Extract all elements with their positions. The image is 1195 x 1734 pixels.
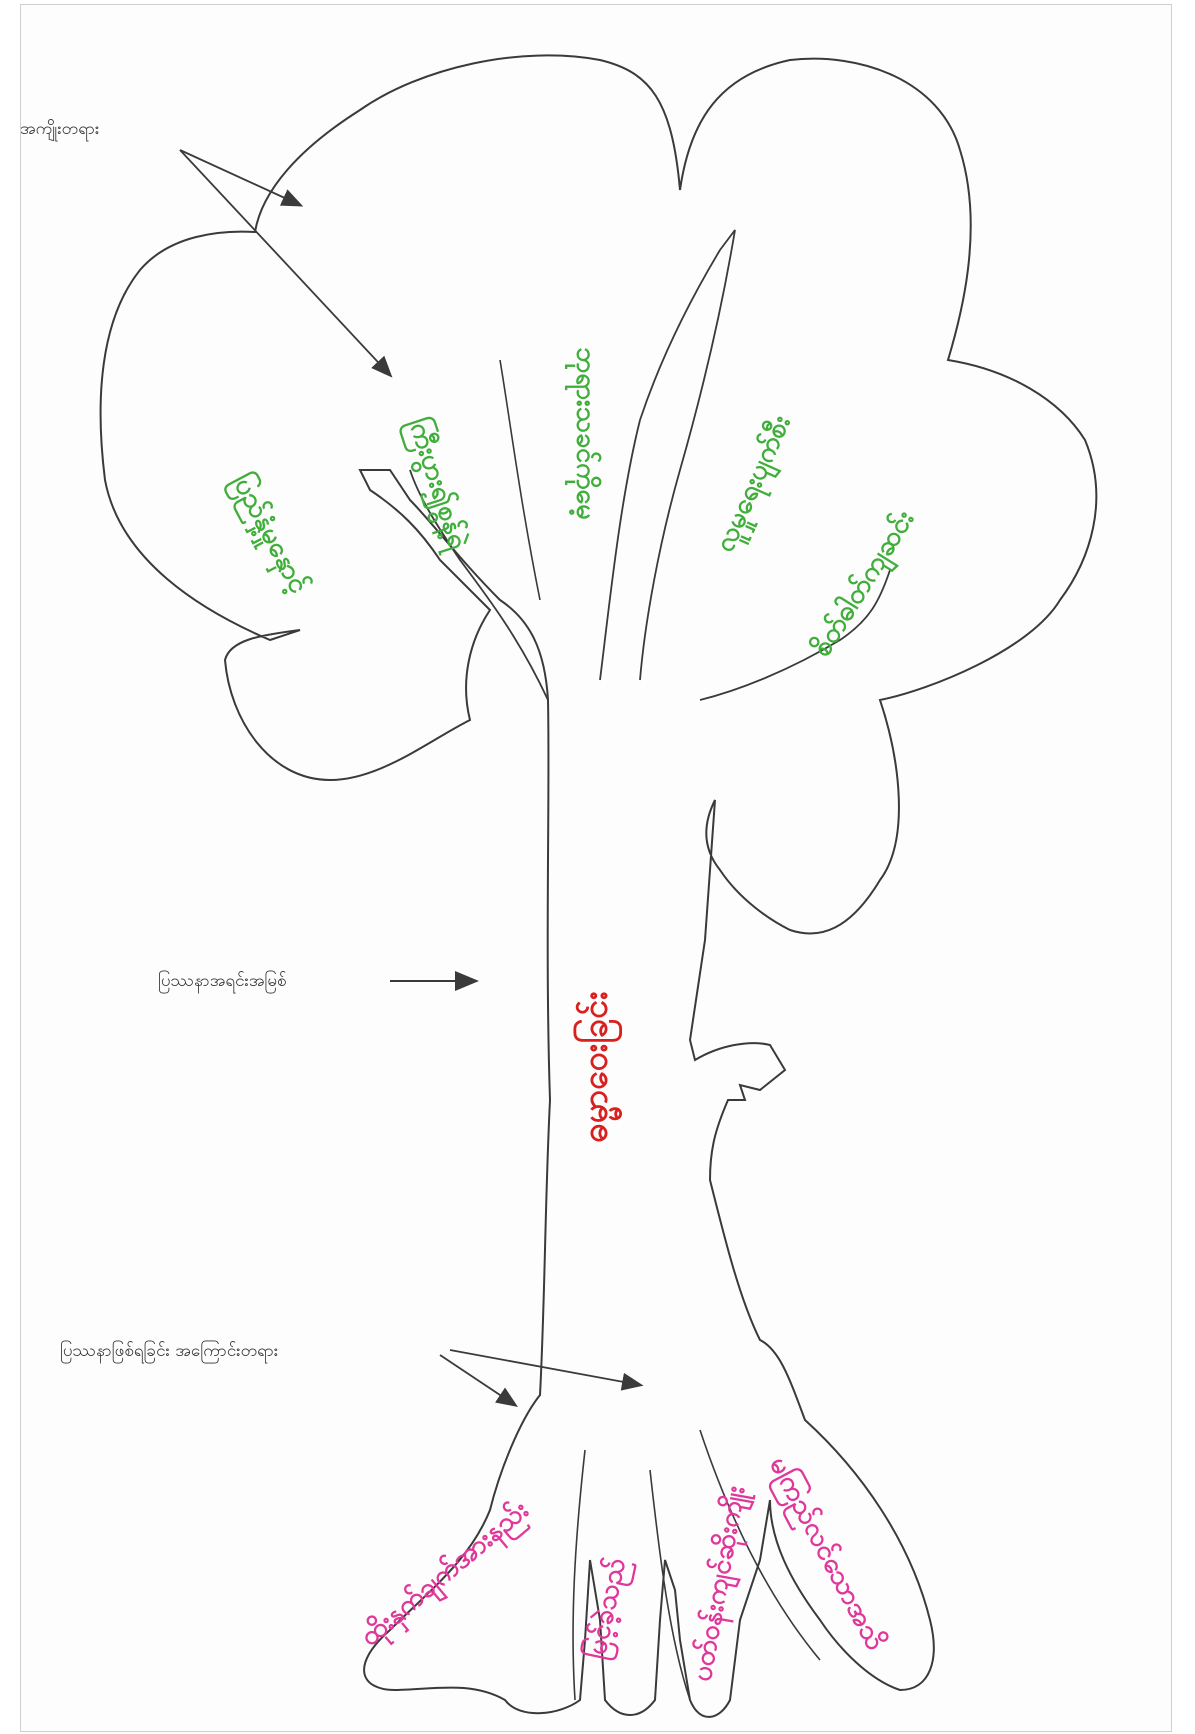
effect-branch-3: ဘုရားသခင်ကိုမေ့ [573, 347, 600, 519]
branch-small [500, 360, 540, 600]
fruits-arrow-2 [180, 150, 390, 375]
branch-center [600, 230, 735, 680]
causes-label: ပြဿနာဖြစ်ရခြင်း အကြောင်းတရား [60, 1340, 278, 1365]
causes-arrow-1 [440, 1355, 515, 1405]
fruits-label: အကျိုးတရား [20, 118, 99, 143]
core-problem-label: ပြဿနာအရင်းအမြစ် [158, 970, 287, 995]
core-problem-text: ဓမ္မာဝေးခြင်း [579, 991, 613, 1142]
tree-outline [101, 55, 1097, 1717]
